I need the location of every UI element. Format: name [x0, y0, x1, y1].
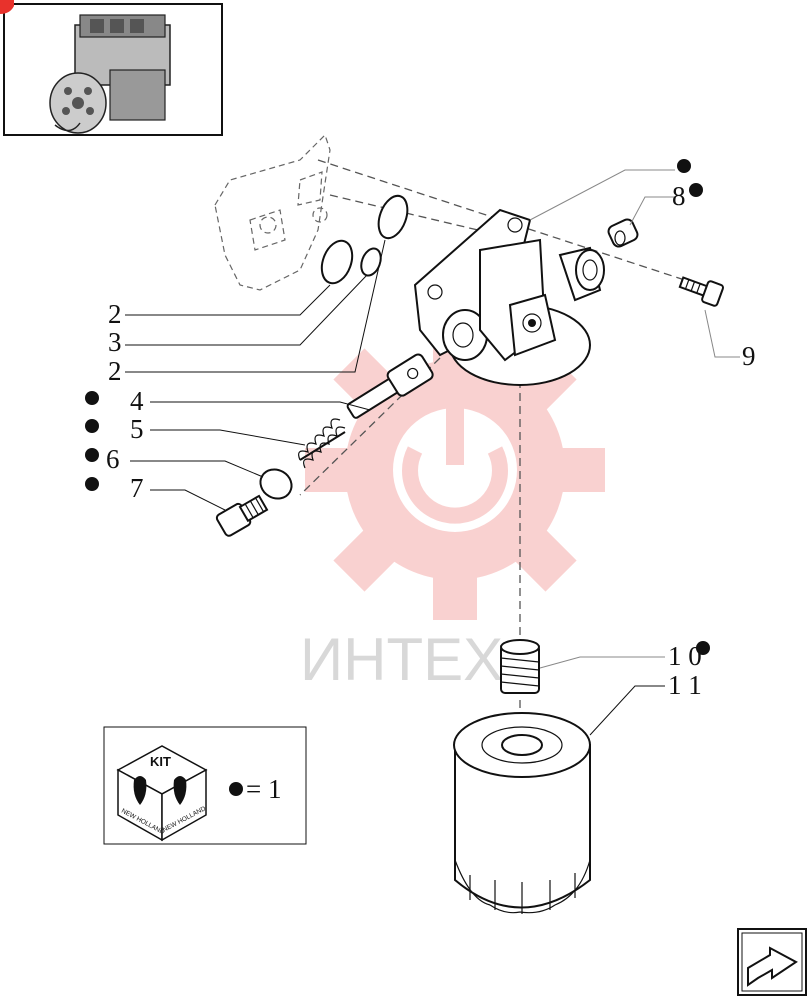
callout-9: 9	[742, 341, 756, 371]
callout-11: 1 1	[668, 670, 702, 700]
kit-dot-head	[677, 159, 691, 173]
o-ring-2-lower	[320, 239, 354, 285]
watermark-text: ИНТЕХ	[300, 626, 503, 693]
kit-equals: = 1	[246, 774, 281, 804]
kit-label: KIT	[150, 754, 171, 769]
spring	[298, 418, 346, 469]
kit-dot-10	[696, 641, 710, 655]
o-ring-6	[259, 468, 293, 500]
next-page-arrow-icon[interactable]	[737, 928, 807, 996]
callout-5: 5	[130, 414, 144, 444]
filter-cartridge	[453, 712, 591, 914]
callout-10: 1 0	[668, 641, 702, 671]
callout-8: 8	[672, 181, 686, 211]
callout-2-a: 2	[108, 299, 122, 329]
plug-fitting	[215, 494, 269, 537]
kit-dot-4	[85, 391, 99, 405]
cap-8	[607, 218, 639, 248]
kit-legend: KIT NEW HOLLAND NEW HOLLAND = 1	[103, 726, 307, 845]
callout-3: 3	[108, 327, 122, 357]
threaded-nipple	[500, 639, 540, 694]
kit-dot-5	[85, 419, 99, 433]
kit-dot-7	[85, 477, 99, 491]
kit-dot-8	[689, 183, 703, 197]
kit-dot-legend	[229, 782, 243, 796]
engine-thumbnail-icon[interactable]	[0, 0, 223, 136]
callout-6: 6	[106, 444, 120, 474]
filter-head	[413, 208, 605, 386]
bolt-9	[678, 276, 724, 307]
engine-block-ghost	[214, 133, 331, 291]
kit-box-icon	[116, 745, 208, 842]
callout-2-b: 2	[108, 356, 122, 386]
callout-7: 7	[130, 473, 144, 503]
callout-4: 4	[130, 386, 144, 416]
kit-dot-6	[85, 448, 99, 462]
o-ring-2-upper	[377, 194, 409, 240]
